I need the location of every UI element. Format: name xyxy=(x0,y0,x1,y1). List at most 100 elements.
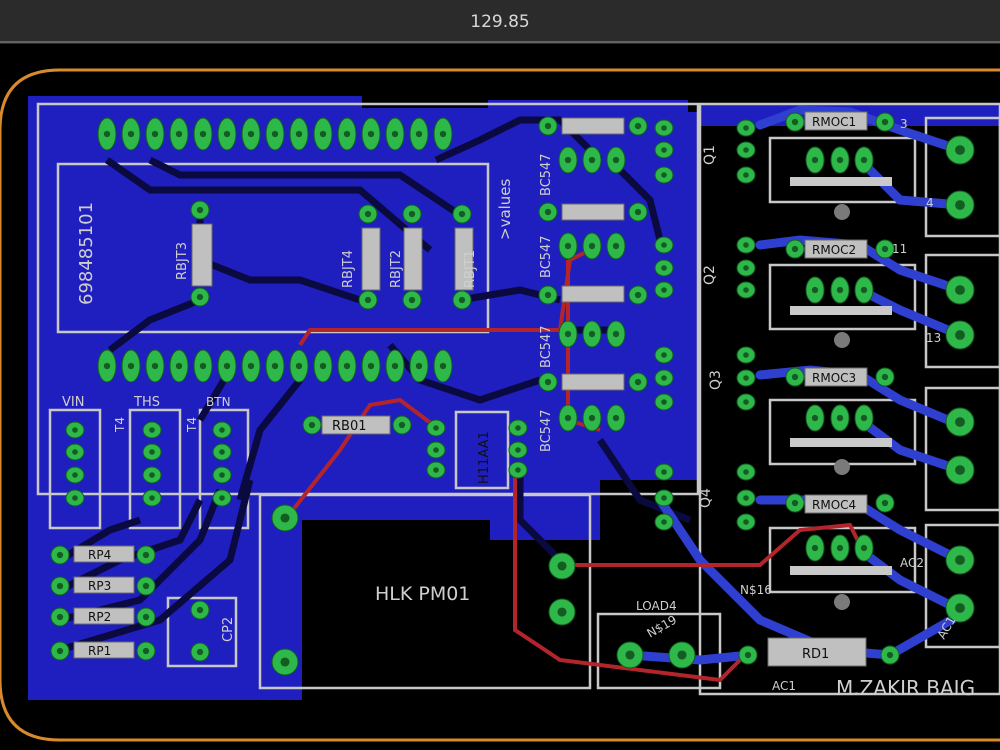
opto-pad-drill xyxy=(743,399,749,405)
net-13-label: 13 xyxy=(926,331,941,345)
h11aa1-pad-drill xyxy=(515,425,521,431)
n19-label: N$19 xyxy=(645,613,680,641)
right-traces xyxy=(625,105,965,665)
btn-label: BTN xyxy=(206,395,231,409)
transistor-pad-drill xyxy=(612,156,620,164)
vin-pad-drill xyxy=(72,495,78,501)
bc547-label-2: BC547 xyxy=(539,235,554,278)
opto-pad-drill xyxy=(743,147,749,153)
opto-pad-drill xyxy=(661,125,667,131)
ths-pad-drill xyxy=(149,495,155,501)
t4-label-2: T4 xyxy=(185,417,199,433)
transistor-pad-drill xyxy=(612,330,620,338)
component-pad-drill xyxy=(881,499,889,507)
header-bottom-pad-drill xyxy=(223,362,231,370)
h11aa1-pad-drill xyxy=(433,447,439,453)
opto-pad-drill xyxy=(743,172,749,178)
transistor-pad-drill xyxy=(588,242,596,250)
ths-pad-drill xyxy=(149,472,155,478)
component-pad-drill xyxy=(544,122,552,130)
power-pad-drill xyxy=(280,657,290,667)
ic-part-label: 698485101 xyxy=(76,202,97,305)
header-bottom-pad-drill xyxy=(439,362,447,370)
opto-pad-drill xyxy=(661,352,667,358)
component-pad-drill xyxy=(364,210,372,218)
btn-pad-drill xyxy=(219,427,225,433)
header-bottom-pad-drill xyxy=(151,362,159,370)
header-top-pad-drill xyxy=(247,130,255,138)
component-pad-drill xyxy=(544,378,552,386)
header-bottom-pad-drill xyxy=(127,362,135,370)
transistor-pad-drill xyxy=(588,330,596,338)
header-bottom-pad-drill xyxy=(391,362,399,370)
q3-label: Q3 xyxy=(708,370,724,390)
rp3-label: RP3 xyxy=(88,579,111,593)
ths-label: THS xyxy=(133,395,160,410)
triac-pad-drill xyxy=(860,286,868,294)
header-top-pad-drill xyxy=(391,130,399,138)
opto-pad-drill xyxy=(743,375,749,381)
transistor-pad-drill xyxy=(612,242,620,250)
component-pad-drill xyxy=(634,122,642,130)
component-pad-drill xyxy=(196,606,204,614)
rp2-label: RP2 xyxy=(88,610,111,624)
opto-pad-drill xyxy=(661,519,667,525)
header-bottom-pad-drill xyxy=(199,362,207,370)
header-top-pad-drill xyxy=(223,130,231,138)
rbjt1-label: RBJT1 xyxy=(463,250,478,288)
opto-pad-drill xyxy=(743,265,749,271)
power-pad-drill xyxy=(557,561,567,571)
btn-pad-drill xyxy=(219,495,225,501)
component-pad-drill xyxy=(398,421,406,429)
triac-pad-drill xyxy=(836,286,844,294)
power-pad-drill xyxy=(557,607,567,617)
component-pad-drill xyxy=(634,208,642,216)
component-pad-drill xyxy=(544,208,552,216)
header-top-pad-drill xyxy=(319,130,327,138)
ths-pad-drill xyxy=(149,427,155,433)
transistor-pad-drill xyxy=(588,414,596,422)
header-top-pad-drill xyxy=(295,130,303,138)
rb01-label: RB01 xyxy=(332,419,367,434)
header-bottom-pad-drill xyxy=(247,362,255,370)
power-pad-drill xyxy=(677,650,687,660)
triac-pad-drill xyxy=(836,156,844,164)
mount-hole xyxy=(834,332,850,348)
terminal-pad-drill xyxy=(955,200,965,210)
opto-pad-drill xyxy=(743,469,749,475)
terminal-pad-drill xyxy=(955,603,965,613)
header-top-pad-drill xyxy=(343,130,351,138)
header-top-pad-drill xyxy=(367,130,375,138)
rmoc4-label: RMOC4 xyxy=(812,498,856,512)
component-bodies xyxy=(73,111,868,667)
header-top-pad-drill xyxy=(439,130,447,138)
power-pad-drill xyxy=(625,650,635,660)
opto-pad-drill xyxy=(743,125,749,131)
component-pad-drill xyxy=(56,647,64,655)
opto-pad-drill xyxy=(661,495,667,501)
terminal-pad-drill xyxy=(955,417,965,427)
component-pad-drill xyxy=(634,291,642,299)
h11aa1-pad-drill xyxy=(515,467,521,473)
triac-pad-drill xyxy=(811,286,819,294)
component-pad-drill xyxy=(881,118,889,126)
bc547-label-3: BC547 xyxy=(539,325,554,368)
header-bottom-pad-drill xyxy=(175,362,183,370)
btn-pad-drill xyxy=(219,472,225,478)
component-pad-drill xyxy=(142,647,150,655)
opto-pad-drill xyxy=(661,147,667,153)
net-11-label: 11 xyxy=(892,242,907,256)
header-top-pad-drill xyxy=(127,130,135,138)
board-outline xyxy=(0,68,1000,742)
q1-label: Q1 xyxy=(702,145,718,165)
opto-pad-drill xyxy=(743,352,749,358)
header-top-pad-drill xyxy=(103,130,111,138)
terminal-pad-drill xyxy=(955,330,965,340)
mount-hole xyxy=(834,594,850,610)
net-3-label: 3 xyxy=(900,117,908,131)
component-pad-drill xyxy=(56,613,64,621)
rbjt2-label: RBJT2 xyxy=(389,250,404,288)
ac2-label: AC2 xyxy=(900,556,924,570)
component-pad-drill xyxy=(408,296,416,304)
